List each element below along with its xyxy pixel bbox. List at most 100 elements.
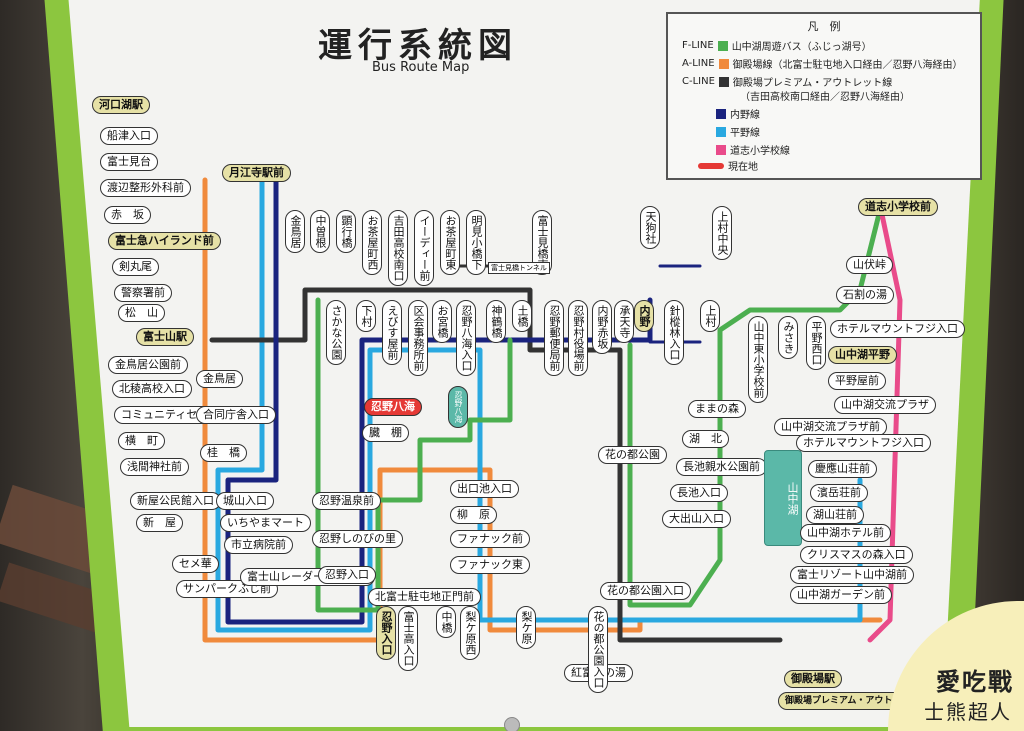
- station[interactable]: 長池入口: [670, 484, 728, 502]
- station[interactable]: 神鶴橋: [486, 300, 506, 343]
- station[interactable]: セメ華: [172, 555, 219, 573]
- station[interactable]: 富士リゾート山中湖前: [790, 566, 914, 584]
- station[interactable]: お茶屋町東: [440, 210, 460, 275]
- station[interactable]: 新屋公民館入口: [130, 492, 221, 510]
- station[interactable]: 針樅林入口: [664, 300, 684, 365]
- station[interactable]: 警察署前: [114, 284, 172, 302]
- station[interactable]: 天狗社: [640, 206, 660, 249]
- station[interactable]: 忍野郵便局前: [544, 300, 564, 376]
- legend-desc: 御殿場線（北富士駐屯地入口経由／忍野八海経由）: [732, 60, 963, 71]
- station[interactable]: 北稜高校入口: [112, 380, 192, 398]
- station[interactable]: 山中東小学校前: [748, 316, 768, 403]
- station[interactable]: 富士見橋南: [532, 210, 552, 275]
- station[interactable]: 浅間神社前: [120, 458, 189, 476]
- station[interactable]: 吉田高校南口: [388, 210, 408, 286]
- station[interactable]: 区会事務所前: [408, 300, 428, 376]
- station[interactable]: 明見小橋下: [466, 210, 486, 275]
- station[interactable]: 下村: [356, 300, 376, 332]
- legend-swatch: [716, 144, 726, 155]
- station-gotemba[interactable]: 御殿場駅: [784, 670, 842, 688]
- station[interactable]: お宮橋: [432, 300, 452, 343]
- station-hirano[interactable]: 山中湖平野: [828, 346, 897, 364]
- station-doshi[interactable]: 道志小学校前: [858, 198, 938, 216]
- station[interactable]: ホテルマウントフジ入口: [830, 320, 965, 338]
- station[interactable]: 平野屋前: [828, 372, 886, 390]
- station[interactable]: いちやまマート: [220, 514, 311, 532]
- station[interactable]: 顕行橋: [336, 210, 356, 253]
- station[interactable]: お茶屋町西: [362, 210, 382, 275]
- station[interactable]: 大出山入口: [662, 510, 731, 528]
- station[interactable]: 山中湖ガーデン前: [790, 586, 892, 604]
- station[interactable]: 内野赤坂: [592, 300, 612, 354]
- station[interactable]: 渡辺整形外科前: [100, 179, 191, 197]
- station[interactable]: 剣丸尾: [112, 258, 159, 276]
- station[interactable]: 慶應山荘前: [808, 460, 877, 478]
- station[interactable]: 中橋: [436, 606, 456, 638]
- station-gekkoji[interactable]: 月江寺駅前: [222, 164, 291, 182]
- station[interactable]: 富士高入口: [398, 606, 418, 671]
- station[interactable]: 市立病院前: [224, 536, 293, 554]
- station[interactable]: 花の都公園: [598, 446, 667, 464]
- station[interactable]: 承天寺: [614, 300, 634, 343]
- station[interactable]: 花の都公園入口: [600, 582, 691, 600]
- station[interactable]: えびす屋前: [382, 300, 402, 365]
- station[interactable]: 金鳥居: [285, 210, 305, 253]
- station-fujiq[interactable]: 富士急ハイランド前: [108, 232, 221, 250]
- station[interactable]: ファナック前: [450, 530, 530, 548]
- station-uchino[interactable]: 内野: [634, 300, 654, 332]
- station[interactable]: クリスマスの森入口: [800, 546, 913, 564]
- station[interactable]: 忍野村役場前: [568, 300, 588, 376]
- station[interactable]: 石割の湯: [836, 286, 894, 304]
- station[interactable]: 上村: [700, 300, 720, 332]
- station[interactable]: 臓 棚: [362, 424, 409, 442]
- station[interactable]: 濱岳荘前: [810, 484, 868, 502]
- station[interactable]: 合同庁舎入口: [196, 406, 276, 424]
- station[interactable]: 富士見台: [100, 153, 158, 171]
- station[interactable]: イーディー前: [414, 210, 434, 286]
- station[interactable]: 松 山: [118, 304, 165, 322]
- station[interactable]: 長池親水公園前: [676, 458, 767, 476]
- station[interactable]: ファナック東: [450, 556, 530, 574]
- current-location-marker[interactable]: 忍野八海: [364, 398, 422, 416]
- station[interactable]: 忍野入口: [318, 566, 376, 584]
- station[interactable]: 山中湖ホテル前: [800, 524, 891, 542]
- station[interactable]: 山中湖交流プラザ前: [774, 418, 887, 436]
- station[interactable]: 新 屋: [136, 514, 183, 532]
- a-line-route: [202, 177, 883, 643]
- station[interactable]: 金鳥居公園前: [108, 356, 188, 374]
- station-kawaguchiko[interactable]: 河口湖駅: [92, 96, 150, 114]
- legend-desc: 内野線: [730, 110, 760, 121]
- station-outlet[interactable]: 御殿場プレミアム・アウトレット: [778, 692, 927, 710]
- station[interactable]: 山中湖交流プラザ: [834, 396, 936, 414]
- station[interactable]: 忍野温泉前: [312, 492, 381, 510]
- station[interactable]: 赤 坂: [104, 206, 151, 224]
- station[interactable]: 土橋: [512, 300, 532, 332]
- station[interactable]: 横 町: [118, 432, 165, 450]
- station[interactable]: 中曽根: [310, 210, 330, 253]
- station[interactable]: 出口池入口: [450, 480, 519, 498]
- station[interactable]: 平野西口: [806, 316, 826, 370]
- station[interactable]: 城山入口: [216, 492, 274, 510]
- station[interactable]: さかな公園: [326, 300, 346, 365]
- station[interactable]: 北富士駐屯地正門前: [368, 588, 481, 606]
- station[interactable]: 上村中央: [712, 206, 732, 260]
- station[interactable]: 花の都公園入口: [588, 606, 608, 693]
- legend-label: A-LINE: [682, 58, 715, 69]
- station[interactable]: 梨ケ原西: [460, 606, 480, 660]
- station[interactable]: 桂 橋: [200, 444, 247, 462]
- station[interactable]: 忍野八海入口: [456, 300, 476, 376]
- station[interactable]: 金鳥居: [196, 370, 243, 388]
- station[interactable]: 柳 原: [450, 506, 497, 524]
- station[interactable]: 忍野しのびの里: [312, 530, 403, 548]
- station[interactable]: 湖山荘前: [806, 506, 864, 524]
- station[interactable]: 船津入口: [100, 127, 158, 145]
- station[interactable]: 湖 北: [682, 430, 729, 448]
- station[interactable]: みさき: [778, 316, 798, 359]
- station-fujisan[interactable]: 富士山駅: [136, 328, 194, 346]
- legend-desc: 現在地: [728, 162, 758, 173]
- station[interactable]: ホテルマウントフジ入口: [796, 434, 931, 452]
- station[interactable]: ままの森: [688, 400, 746, 418]
- station[interactable]: 梨ケ原: [516, 606, 536, 649]
- station[interactable]: 忍野入口: [376, 606, 396, 660]
- station[interactable]: 山伏峠: [846, 256, 893, 274]
